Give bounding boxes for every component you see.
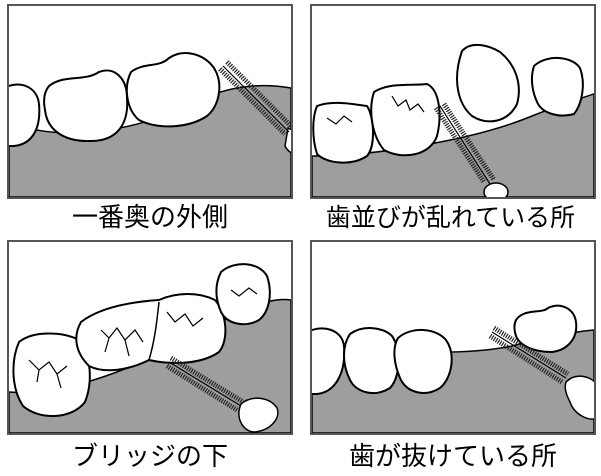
- crooked-teeth-illustration: [312, 43, 594, 197]
- tooth: [370, 82, 441, 157]
- tooth: [312, 101, 374, 164]
- tooth: [456, 43, 520, 123]
- interdental-brush: [218, 60, 291, 154]
- interdental-brush: [488, 325, 594, 420]
- bridge-illustration: [9, 263, 291, 433]
- tooth-fissure: [326, 115, 353, 125]
- tooth: [9, 83, 41, 147]
- tooth-fissure: [391, 95, 425, 113]
- caption-missing-tooth: 歯が抜けている所: [348, 442, 557, 472]
- caption-outer-molar: 一番奥の外側: [71, 203, 228, 233]
- panel-bridge: [7, 240, 293, 435]
- tooth-fissure: [28, 359, 68, 389]
- tooth: [125, 52, 221, 128]
- tooth: [343, 327, 400, 395]
- tooth-fissure: [230, 287, 258, 297]
- tooth: [215, 263, 271, 326]
- tooth: [530, 57, 584, 117]
- outer-molar-illustration: [9, 52, 291, 197]
- panel-missing-tooth: [310, 240, 596, 435]
- bridge-joint: [148, 301, 160, 361]
- caption-bridge: ブリッジの下: [71, 442, 228, 472]
- panel-outer-molar: [7, 4, 293, 199]
- bridge: [75, 293, 227, 372]
- tooth: [43, 69, 129, 143]
- caption-crooked-teeth: 歯並びが乱れている所: [325, 203, 576, 232]
- tooth: [12, 332, 91, 418]
- tooth-fissure: [100, 311, 204, 357]
- interdental-brush: [433, 102, 509, 197]
- interdental-brush: [165, 355, 279, 433]
- tooth: [393, 329, 453, 394]
- missing-tooth-illustration: [312, 304, 594, 433]
- tooth: [513, 304, 578, 354]
- panel-crooked-teeth: [310, 4, 596, 199]
